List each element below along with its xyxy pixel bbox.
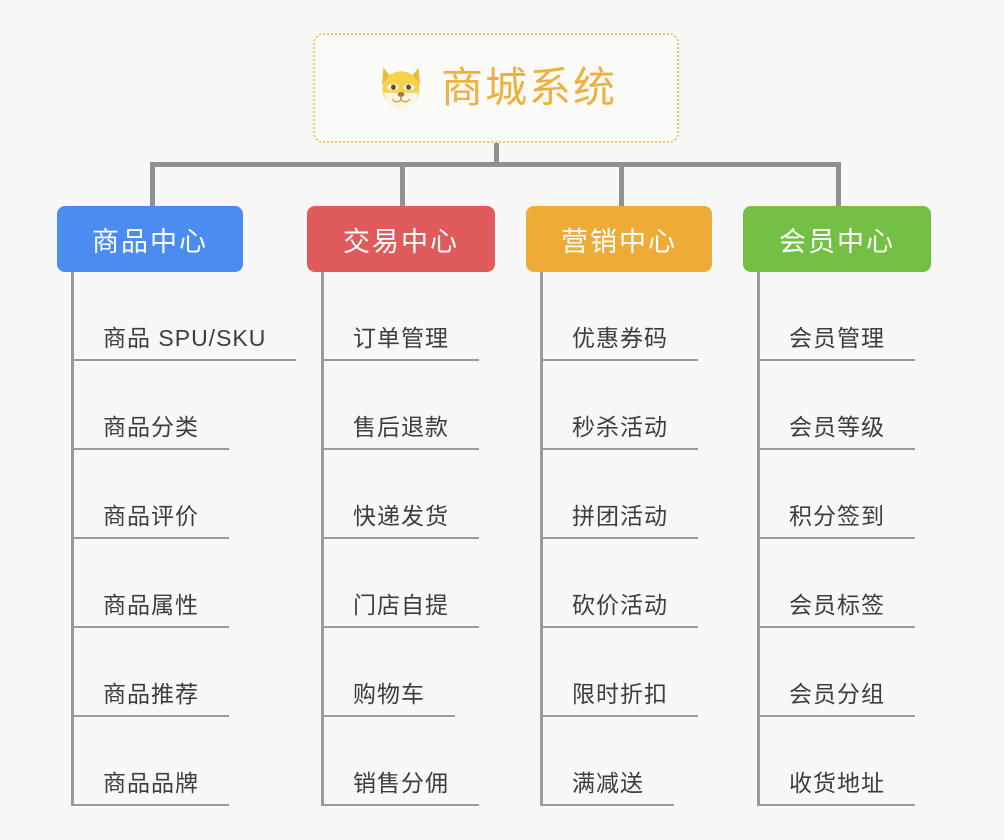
branch-spine <box>757 272 760 806</box>
connector-drop-1 <box>150 162 155 207</box>
leaf-label: 会员标签 <box>757 586 915 628</box>
leaf-label: 会员等级 <box>757 408 915 450</box>
leaf-label: 售后退款 <box>321 408 479 450</box>
connector-drop-3 <box>619 162 624 207</box>
branch-body-product-center: 商品 SPU/SKU 商品分类 商品评价 商品属性 商品推荐 商品品牌 <box>71 272 307 806</box>
branch-body-member-center: 会员管理 会员等级 积分签到 会员标签 会员分组 收货地址 <box>757 272 961 806</box>
list-item[interactable]: 秒杀活动 <box>540 361 743 450</box>
list-item[interactable]: 砍价活动 <box>540 539 743 628</box>
leaf-label: 拼团活动 <box>540 497 698 539</box>
list-item[interactable]: 会员等级 <box>757 361 961 450</box>
leaf-label: 优惠券码 <box>540 319 698 361</box>
dog-face-icon <box>375 64 427 112</box>
list-item[interactable]: 拼团活动 <box>540 450 743 539</box>
branch-member-center: 会员中心 会员管理 会员等级 积分签到 会员标签 会员分组 收货地址 <box>743 206 961 806</box>
leaf-label: 秒杀活动 <box>540 408 698 450</box>
list-item[interactable]: 收货地址 <box>757 717 961 806</box>
list-item[interactable]: 快递发货 <box>321 450 526 539</box>
branch-body-marketing-center: 优惠券码 秒杀活动 拼团活动 砍价活动 限时折扣 满减送 <box>540 272 743 806</box>
list-item[interactable]: 售后退款 <box>321 361 526 450</box>
leaf-label: 商品推荐 <box>71 675 229 717</box>
branch-body-trade-center: 订单管理 售后退款 快递发货 门店自提 购物车 销售分佣 <box>321 272 526 806</box>
leaf-label: 快递发货 <box>321 497 479 539</box>
leaf-label: 销售分佣 <box>321 764 479 806</box>
list-item[interactable]: 限时折扣 <box>540 628 743 717</box>
leaf-label: 门店自提 <box>321 586 479 628</box>
connector-drop-2 <box>400 162 405 207</box>
list-item[interactable]: 会员标签 <box>757 539 961 628</box>
branch-spine <box>540 272 543 806</box>
list-item[interactable]: 订单管理 <box>321 272 526 361</box>
list-item[interactable]: 商品推荐 <box>71 628 307 717</box>
list-item[interactable]: 积分签到 <box>757 450 961 539</box>
leaf-label: 会员分组 <box>757 675 915 717</box>
leaf-label: 积分签到 <box>757 497 915 539</box>
list-item[interactable]: 商品属性 <box>71 539 307 628</box>
list-item[interactable]: 满减送 <box>540 717 743 806</box>
leaf-label: 限时折扣 <box>540 675 698 717</box>
leaf-label: 商品属性 <box>71 586 229 628</box>
list-item[interactable]: 商品分类 <box>71 361 307 450</box>
branch-spine <box>321 272 324 806</box>
leaf-label: 砍价活动 <box>540 586 698 628</box>
leaf-label: 商品品牌 <box>71 764 229 806</box>
list-item[interactable]: 商品品牌 <box>71 717 307 806</box>
branch-header-marketing-center[interactable]: 营销中心 <box>526 206 712 272</box>
connector-horizontal-bus <box>150 162 841 167</box>
list-item[interactable]: 销售分佣 <box>321 717 526 806</box>
branch-marketing-center: 营销中心 优惠券码 秒杀活动 拼团活动 砍价活动 限时折扣 满减送 <box>526 206 743 806</box>
leaf-label: 收货地址 <box>757 764 915 806</box>
list-item[interactable]: 会员管理 <box>757 272 961 361</box>
leaf-label: 订单管理 <box>321 319 479 361</box>
leaf-label: 购物车 <box>321 675 455 717</box>
branch-header-trade-center[interactable]: 交易中心 <box>307 206 495 272</box>
leaf-label: 商品分类 <box>71 408 229 450</box>
list-item[interactable]: 会员分组 <box>757 628 961 717</box>
leaf-label: 商品 SPU/SKU <box>71 319 297 361</box>
list-item[interactable]: 商品 SPU/SKU <box>71 272 307 361</box>
connector-drop-4 <box>836 162 841 207</box>
leaf-label: 商品评价 <box>71 497 229 539</box>
leaf-label: 满减送 <box>540 764 674 806</box>
branch-product-center: 商品中心 商品 SPU/SKU 商品分类 商品评价 商品属性 商品推荐 商品品牌 <box>57 206 307 806</box>
branch-trade-center: 交易中心 订单管理 售后退款 快递发货 门店自提 购物车 销售分佣 <box>307 206 526 806</box>
root-node[interactable]: 商城系统 <box>313 33 679 143</box>
branch-spine <box>71 272 74 806</box>
list-item[interactable]: 优惠券码 <box>540 272 743 361</box>
leaf-label: 会员管理 <box>757 319 915 361</box>
root-title: 商城系统 <box>440 64 617 111</box>
list-item[interactable]: 购物车 <box>321 628 526 717</box>
list-item[interactable]: 商品评价 <box>71 450 307 539</box>
branch-header-product-center[interactable]: 商品中心 <box>57 206 243 272</box>
list-item[interactable]: 门店自提 <box>321 539 526 628</box>
connector-root-stem <box>494 143 499 167</box>
branch-header-member-center[interactable]: 会员中心 <box>743 206 931 272</box>
